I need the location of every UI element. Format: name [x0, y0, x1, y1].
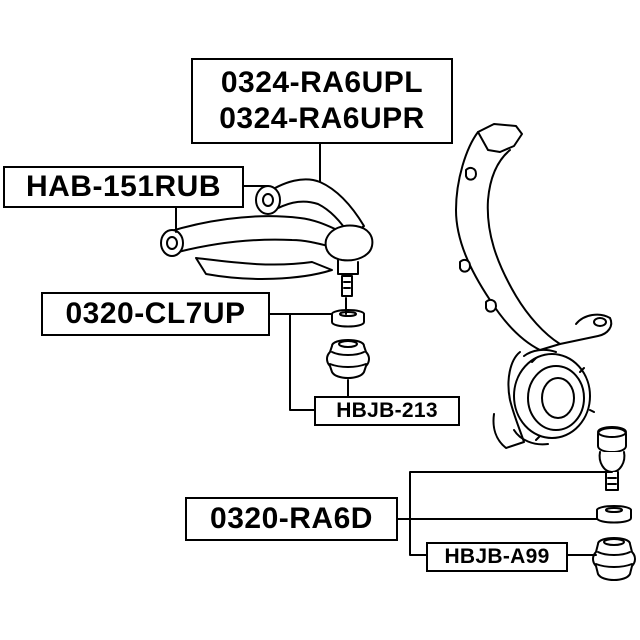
upper-arm-right-label: 0324-RA6UPR [219, 102, 425, 135]
lower-ball-joint-label: 0320-RA6D [185, 497, 398, 541]
upper-boot-part [326, 339, 370, 379]
upper-ball-joint-label: 0320-CL7UP [41, 292, 270, 336]
upper-arm-left-label: 0324-RA6UPL [220, 66, 424, 99]
leader-lines [175, 143, 613, 556]
steering-knuckle [455, 123, 613, 449]
lower-boot-part [592, 537, 636, 581]
lower-seal-ring [596, 505, 632, 524]
lower-ball-joint-part [597, 426, 627, 491]
arm-bushing-label: HAB-151RUB [3, 166, 244, 208]
upper-control-arm [160, 178, 374, 297]
upper-seal-ring [331, 309, 365, 328]
lower-boot-label: HBJB-A99 [426, 542, 568, 572]
upper-boot-label: HBJB-213 [314, 396, 460, 426]
upper-arm-part-numbers: 0324-RA6UPL 0324-RA6UPR [191, 58, 453, 144]
